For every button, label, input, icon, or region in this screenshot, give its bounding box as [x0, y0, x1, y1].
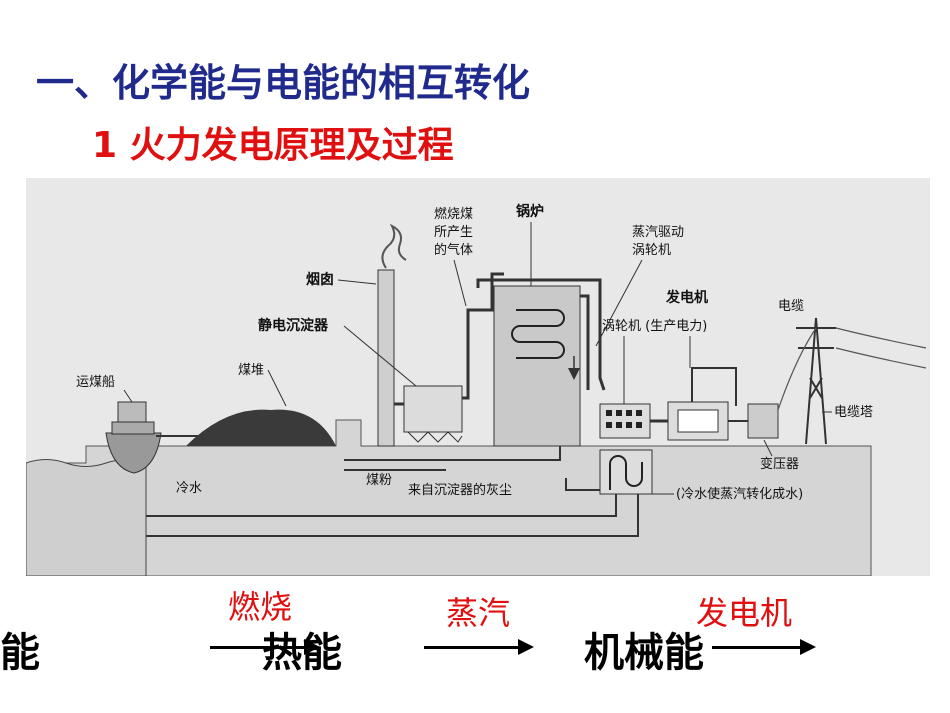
flow-arrow-3: [712, 639, 816, 655]
label-boiler: 锅炉: [516, 203, 544, 220]
label-steam-2: 涡轮机: [632, 243, 671, 258]
flow-label-3: 发电机: [696, 594, 793, 632]
label-generator: 发电机: [665, 289, 708, 306]
label-condenser-note: (冷水使蒸汽转化成水): [676, 486, 803, 502]
energy-flow: 能 燃烧 热能 蒸汽 机械能 发电机: [0, 580, 950, 713]
label-cold-water: 冷水: [176, 481, 202, 496]
flow-arrow-1: [210, 639, 320, 655]
label-cable-tower: 电缆塔: [834, 404, 873, 420]
label-precipitator: 静电沉淀器: [258, 317, 329, 334]
flow-label-1: 燃烧: [228, 588, 293, 626]
label-coal-powder: 煤粉: [366, 473, 392, 488]
thermal-power-diagram: 烟囱 静电沉淀器 煤堆 运煤船 燃烧煤 所产生 的气体 锅炉 蒸汽驱动 涡轮机 …: [26, 178, 930, 576]
section-subtitle: 1 火力发电原理及过程: [92, 125, 454, 166]
flow-word-3: 机械能: [584, 630, 704, 676]
label-ash: 来自沉淀器的灰尘: [408, 482, 512, 498]
label-chimney: 烟囱: [306, 271, 334, 288]
label-flue-gas-1: 燃烧煤: [434, 206, 473, 222]
label-coal-ship: 运煤船: [76, 375, 115, 390]
label-flue-gas-2: 所产生: [434, 225, 473, 240]
page-title: 一、化学能与电能的相互转化: [36, 61, 531, 105]
label-flue-gas-3: 的气体: [434, 242, 473, 258]
flow-label-2: 蒸汽: [446, 594, 511, 632]
label-cable: 电缆: [778, 298, 804, 314]
flow-arrow-2: [424, 639, 534, 655]
label-turbine: 涡轮机 (生产电力): [602, 319, 707, 334]
flow-word-2: 热能: [262, 630, 342, 676]
label-coal-pile: 煤堆: [238, 363, 264, 378]
flow-word-1: 能: [0, 630, 40, 676]
label-steam-1: 蒸汽驱动: [632, 225, 684, 240]
label-transformer: 变压器: [760, 456, 799, 472]
